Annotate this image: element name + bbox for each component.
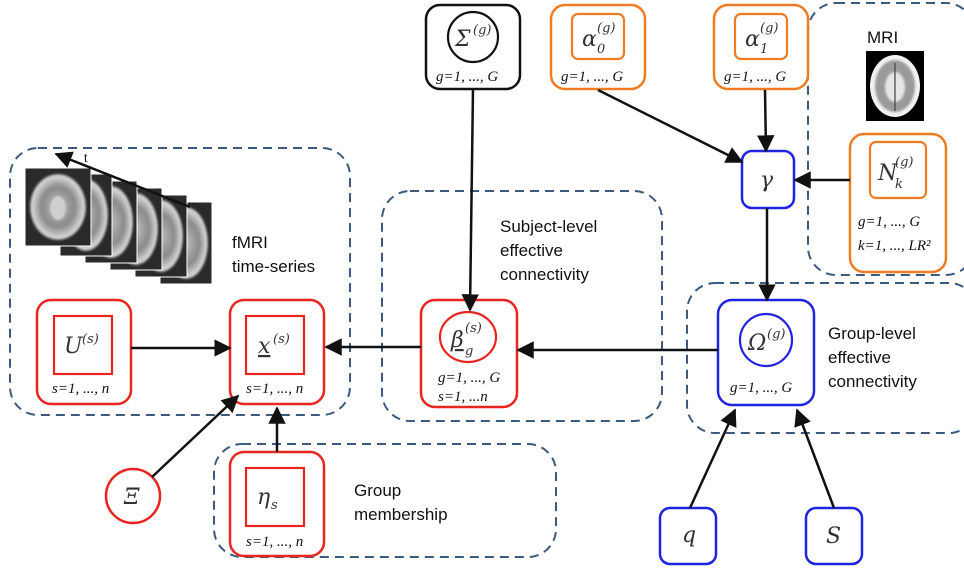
group-level-label-line2: effective bbox=[828, 348, 891, 367]
svg-text:α: α bbox=[745, 27, 760, 52]
eta-node: η s s=1, ..., n bbox=[228, 450, 326, 558]
svg-text:γ: γ bbox=[760, 168, 774, 193]
mri-plate bbox=[807, 2, 964, 276]
svg-text:S: S bbox=[826, 524, 841, 549]
edge-alpha1-gamma bbox=[756, 89, 775, 153]
svg-text:k=1, ..., LR²: k=1, ..., LR² bbox=[858, 238, 931, 254]
svg-text:α: α bbox=[582, 27, 597, 52]
q-node: q bbox=[658, 506, 718, 566]
svg-text:(g): (g) bbox=[473, 23, 491, 38]
alpha1-node: α 1 (g) g=1, ..., G bbox=[712, 3, 810, 91]
fmri-label-line2: time-series bbox=[232, 257, 315, 276]
time-label: t bbox=[84, 151, 88, 165]
svg-text:g=1, ..., G: g=1, ..., G bbox=[438, 370, 500, 386]
svg-text:η: η bbox=[257, 485, 270, 510]
svg-text:β: β bbox=[450, 328, 464, 353]
edge-q-omega bbox=[688, 408, 737, 509]
edge-xi-x bbox=[151, 394, 240, 478]
time-arrow bbox=[54, 151, 191, 209]
gamma-node: γ bbox=[740, 149, 796, 210]
beta-node: β g (s) g=1, ..., G s=1, ...n bbox=[419, 298, 519, 409]
svg-text:(s): (s) bbox=[465, 321, 482, 336]
svg-text:k: k bbox=[895, 177, 903, 192]
svg-text:x: x bbox=[258, 334, 271, 359]
u-node: U (s) s=1, ..., n bbox=[35, 298, 133, 406]
svg-text:Σ: Σ bbox=[454, 27, 471, 52]
svg-text:Ω: Ω bbox=[747, 331, 766, 356]
mri-label: MRI bbox=[867, 28, 898, 47]
group-level-plate bbox=[686, 282, 964, 434]
svg-text:s=1, ...n: s=1, ...n bbox=[438, 389, 488, 405]
edge-s-omega bbox=[794, 408, 836, 509]
svg-text:g: g bbox=[465, 344, 473, 359]
svg-text:g=1, ..., G: g=1, ..., G bbox=[724, 69, 786, 85]
membership-label-line2: membership bbox=[354, 505, 448, 524]
membership-label-line1: Group bbox=[354, 481, 401, 500]
group-level-label-line1: Group-level bbox=[828, 324, 916, 343]
svg-text:s: s bbox=[271, 498, 278, 513]
subject-label-line3: connectivity bbox=[500, 265, 589, 284]
svg-text:Ξ: Ξ bbox=[123, 485, 140, 510]
xi-node: Ξ bbox=[104, 467, 162, 525]
subject-label-line2: effective bbox=[500, 241, 563, 260]
svg-text:g=1, ..., G: g=1, ..., G bbox=[730, 380, 792, 396]
svg-text:(g): (g) bbox=[597, 21, 615, 36]
omega-node: Ω (g) g=1, ..., G bbox=[716, 298, 816, 407]
svg-text:1: 1 bbox=[760, 42, 768, 57]
s-node: S bbox=[804, 506, 864, 566]
svg-text:s=1, ..., n: s=1, ..., n bbox=[246, 534, 303, 550]
subject-label-line1: Subject-level bbox=[500, 217, 597, 236]
alpha0-node: α 0 (g) g=1, ..., G bbox=[549, 3, 647, 91]
svg-text:(g): (g) bbox=[760, 21, 778, 36]
svg-text:(g): (g) bbox=[767, 327, 785, 342]
svg-text:q: q bbox=[682, 523, 696, 548]
sigma-node: Σ (g) g=1, ..., G bbox=[424, 3, 522, 91]
svg-text:s=1, ..., n: s=1, ..., n bbox=[246, 381, 303, 397]
edge-alpha0-gamma bbox=[597, 88, 744, 164]
edge-sigma-beta bbox=[461, 88, 479, 312]
svg-text:g=1, ..., G: g=1, ..., G bbox=[561, 69, 623, 85]
fmri-plate bbox=[9, 147, 351, 416]
subject-level-plate bbox=[381, 190, 663, 422]
svg-text:N: N bbox=[877, 161, 898, 186]
svg-text:(s): (s) bbox=[273, 332, 290, 347]
edges bbox=[131, 88, 850, 509]
group-membership-plate bbox=[213, 443, 557, 558]
svg-text:g=1, ..., G: g=1, ..., G bbox=[858, 214, 920, 230]
svg-text:s=1, ..., n: s=1, ..., n bbox=[52, 381, 109, 397]
group-level-label-line3: connectivity bbox=[828, 372, 917, 391]
svg-text:(g): (g) bbox=[895, 155, 913, 170]
svg-text:U: U bbox=[64, 334, 84, 359]
fmri-label-line1: fMRI bbox=[232, 233, 268, 252]
fmri-image-stack bbox=[24, 167, 213, 285]
x-node: x (s) s=1, ..., n bbox=[228, 298, 326, 406]
svg-text:0: 0 bbox=[597, 42, 605, 57]
nk-node: N k (g) g=1, ..., G k=1, ..., LR² bbox=[848, 132, 948, 274]
mri-brain-image bbox=[866, 51, 924, 121]
svg-text:(s): (s) bbox=[82, 332, 99, 347]
svg-text:g=1, ..., G: g=1, ..., G bbox=[436, 69, 498, 85]
